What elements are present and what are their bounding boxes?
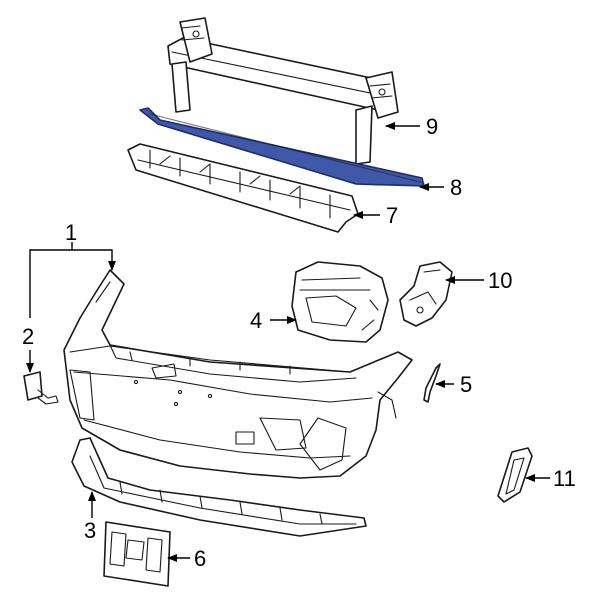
fog-bezel-part-4[interactable]: [291, 261, 389, 343]
callout-4: 4: [250, 308, 262, 333]
callout-10: 10: [488, 268, 512, 293]
callout-2: 2: [22, 324, 34, 349]
bracket-part-2[interactable]: [23, 371, 59, 405]
energy-absorber-part-7[interactable]: [127, 143, 359, 233]
callout-9: 9: [426, 114, 438, 139]
leader-lines: [26, 122, 550, 562]
highlighted-bar-part-8[interactable]: [139, 107, 425, 187]
callout-6: 6: [194, 546, 206, 571]
callout-7: 7: [386, 203, 398, 228]
callout-3: 3: [84, 518, 96, 543]
reinforcement-bar-part-9[interactable]: [167, 17, 399, 165]
bumper-cover-part-1[interactable]: [63, 269, 413, 479]
callout-1: 1: [65, 220, 77, 245]
trim-part-5[interactable]: [423, 363, 441, 403]
license-bracket-part-6[interactable]: [103, 521, 171, 587]
side-bracket-part-10[interactable]: [399, 261, 453, 327]
callout-5: 5: [460, 372, 472, 397]
callout-11: 11: [553, 466, 576, 491]
callout-8: 8: [450, 175, 462, 200]
lower-spoiler-part-3[interactable]: [71, 437, 367, 537]
grille-insert-part-11[interactable]: [497, 447, 533, 503]
